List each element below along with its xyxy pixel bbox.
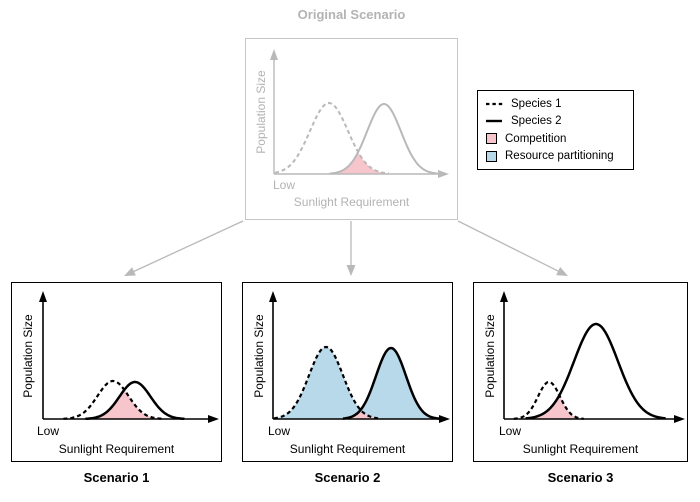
scenario-2-plot xyxy=(243,283,454,468)
x-axis-arrowhead-icon xyxy=(439,415,450,423)
scenario1-chart-svg xyxy=(39,291,219,423)
resource-partitioning-swatch xyxy=(486,150,497,162)
scenario-1-caption: Scenario 1 xyxy=(83,470,150,485)
scenario-1-panel: Population Size Low Sunlight Requirement xyxy=(11,282,222,462)
x-axis-label: Sunlight Requirement xyxy=(522,442,639,456)
species1-curve xyxy=(63,379,163,420)
flow-arrow-to-scenario1 xyxy=(130,220,244,274)
scenario-3-caption: Scenario 3 xyxy=(547,470,614,485)
dashed-line-icon xyxy=(485,101,505,107)
flow-arrow-to-scenario1-head-icon xyxy=(124,267,136,276)
legend-label: Competition xyxy=(505,132,567,145)
species2-curve xyxy=(525,322,666,420)
scenario-2-caption: Scenario 2 xyxy=(314,470,381,485)
species1-curve xyxy=(273,345,381,420)
legend-item-species1: Species 1 xyxy=(485,96,626,111)
scenario2-chart-svg xyxy=(269,291,450,423)
original-scenario-panel: Population Size Low Sunlight Requirement xyxy=(245,38,458,220)
legend-label: Species 1 xyxy=(511,97,562,110)
original-plot xyxy=(246,39,459,226)
scenario-1-plot xyxy=(12,283,223,468)
flow-arrow-to-scenario3 xyxy=(457,220,562,274)
legend-item-competition: Competition xyxy=(485,131,626,146)
species1-curve xyxy=(274,101,390,175)
x-origin-label: Low xyxy=(499,424,522,438)
x-axis-label: Sunlight Requirement xyxy=(289,442,406,456)
y-axis-label: Population Size xyxy=(483,314,497,398)
species2-curve xyxy=(329,103,438,175)
legend-item-partitioning: Resource partitioning xyxy=(485,149,626,164)
competition-region xyxy=(328,152,391,174)
y-axis-arrowhead-icon xyxy=(39,291,47,302)
flow-arrow-to-scenario3-head-icon xyxy=(556,267,568,276)
x-axis-label: Sunlight Requirement xyxy=(58,442,175,456)
species2-curve xyxy=(342,346,440,420)
original-chart-svg xyxy=(270,49,449,178)
legend-label: Species 2 xyxy=(511,115,562,128)
scenario-3-plot xyxy=(474,283,689,468)
x-axis-arrowhead-icon xyxy=(208,415,219,423)
competition-region xyxy=(87,390,161,419)
x-axis-arrowhead-icon xyxy=(674,415,685,423)
scenario-3-panel: Population Size Low Sunlight Requirement xyxy=(473,282,688,462)
y-axis-arrowhead-icon xyxy=(269,291,277,302)
scenario3-chart-svg xyxy=(500,291,685,423)
x-axis-label: Sunlight Requirement xyxy=(293,195,410,209)
y-axis-arrowhead-icon xyxy=(270,49,278,60)
x-axis-arrowhead-icon xyxy=(438,170,449,178)
y-axis-label: Population Size xyxy=(21,314,35,398)
x-origin-label: Low xyxy=(273,178,296,192)
solid-line-icon xyxy=(485,118,505,124)
legend: Species 1 Species 2 Competition Resource… xyxy=(477,90,634,170)
y-axis-label: Population Size xyxy=(252,314,266,398)
species2-curve xyxy=(85,380,185,421)
competition-swatch xyxy=(486,133,497,145)
legend-label: Resource partitioning xyxy=(505,150,614,163)
x-origin-label: Low xyxy=(268,424,291,438)
y-axis-label: Population Size xyxy=(254,70,268,154)
flow-arrow-to-scenario2-head-icon xyxy=(346,265,356,276)
scenario-2-panel: Population Size Low Sunlight Requirement xyxy=(242,282,453,462)
original-scenario-title: Original Scenario xyxy=(297,7,406,22)
x-origin-label: Low xyxy=(37,424,60,438)
y-axis-arrowhead-icon xyxy=(500,291,508,302)
legend-item-species2: Species 2 xyxy=(485,114,626,129)
